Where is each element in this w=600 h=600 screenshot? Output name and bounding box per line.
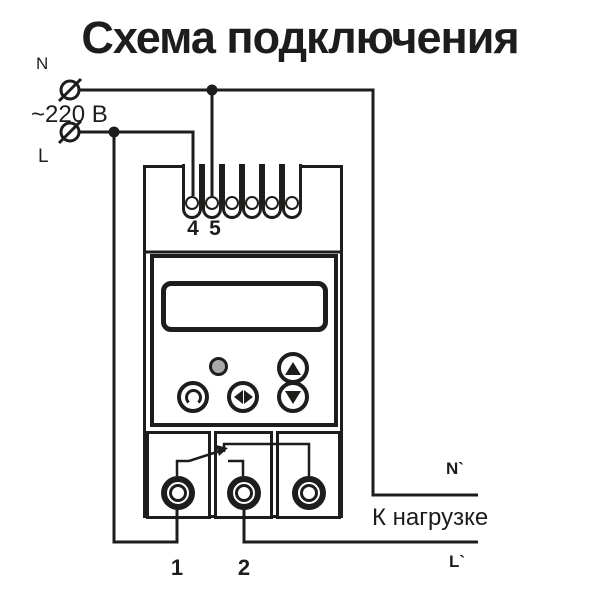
top-terminal-slot	[262, 164, 282, 219]
junction-dot-line	[108, 126, 120, 138]
input-voltage-label: ~220 В	[31, 101, 108, 128]
terminal-hole-icon	[245, 196, 259, 210]
output-neutral-label: N`	[446, 459, 464, 478]
terminal-hole-icon	[205, 196, 219, 210]
down-arrow-icon	[285, 390, 301, 404]
lcd-display	[161, 281, 328, 332]
left-arrow-icon	[233, 390, 243, 404]
load-label: К нагрузке	[372, 504, 489, 531]
terminal-1-label: 1	[170, 555, 184, 580]
top-terminal-slot-5	[202, 164, 222, 219]
terminal-5-label: 5	[209, 217, 221, 240]
input-neutral-label: N	[36, 54, 49, 73]
top-terminal-slot	[242, 164, 262, 219]
right-arrow-icon	[243, 390, 253, 404]
top-terminal-slot	[222, 164, 242, 219]
terminal-hole-icon	[225, 196, 239, 210]
top-terminal-slot	[282, 164, 302, 219]
terminal-hole-icon	[185, 196, 199, 210]
top-terminal-slot-4	[182, 164, 202, 219]
select-button	[227, 381, 259, 413]
reset-button	[177, 381, 209, 413]
diagram-title: Схема подключения	[81, 12, 519, 63]
reset-arc-icon	[184, 388, 202, 406]
status-led-icon	[209, 357, 228, 376]
output-line-label: L`	[448, 552, 466, 571]
terminal-hole-icon	[265, 196, 279, 210]
up-button	[277, 352, 309, 384]
input-line-label: L	[38, 146, 49, 167]
down-button	[277, 381, 309, 413]
up-arrow-icon	[285, 361, 301, 375]
terminal-hole-icon	[285, 196, 299, 210]
screw-terminal-n-icon	[57, 77, 83, 103]
terminal-1-hole-icon	[161, 476, 195, 510]
terminal-3-hole-icon	[292, 476, 326, 510]
junction-dot-neutral	[206, 84, 218, 96]
terminal-4-label: 4	[187, 217, 199, 240]
terminal-2-label: 2	[237, 555, 251, 580]
terminal-2-hole-icon	[227, 476, 261, 510]
